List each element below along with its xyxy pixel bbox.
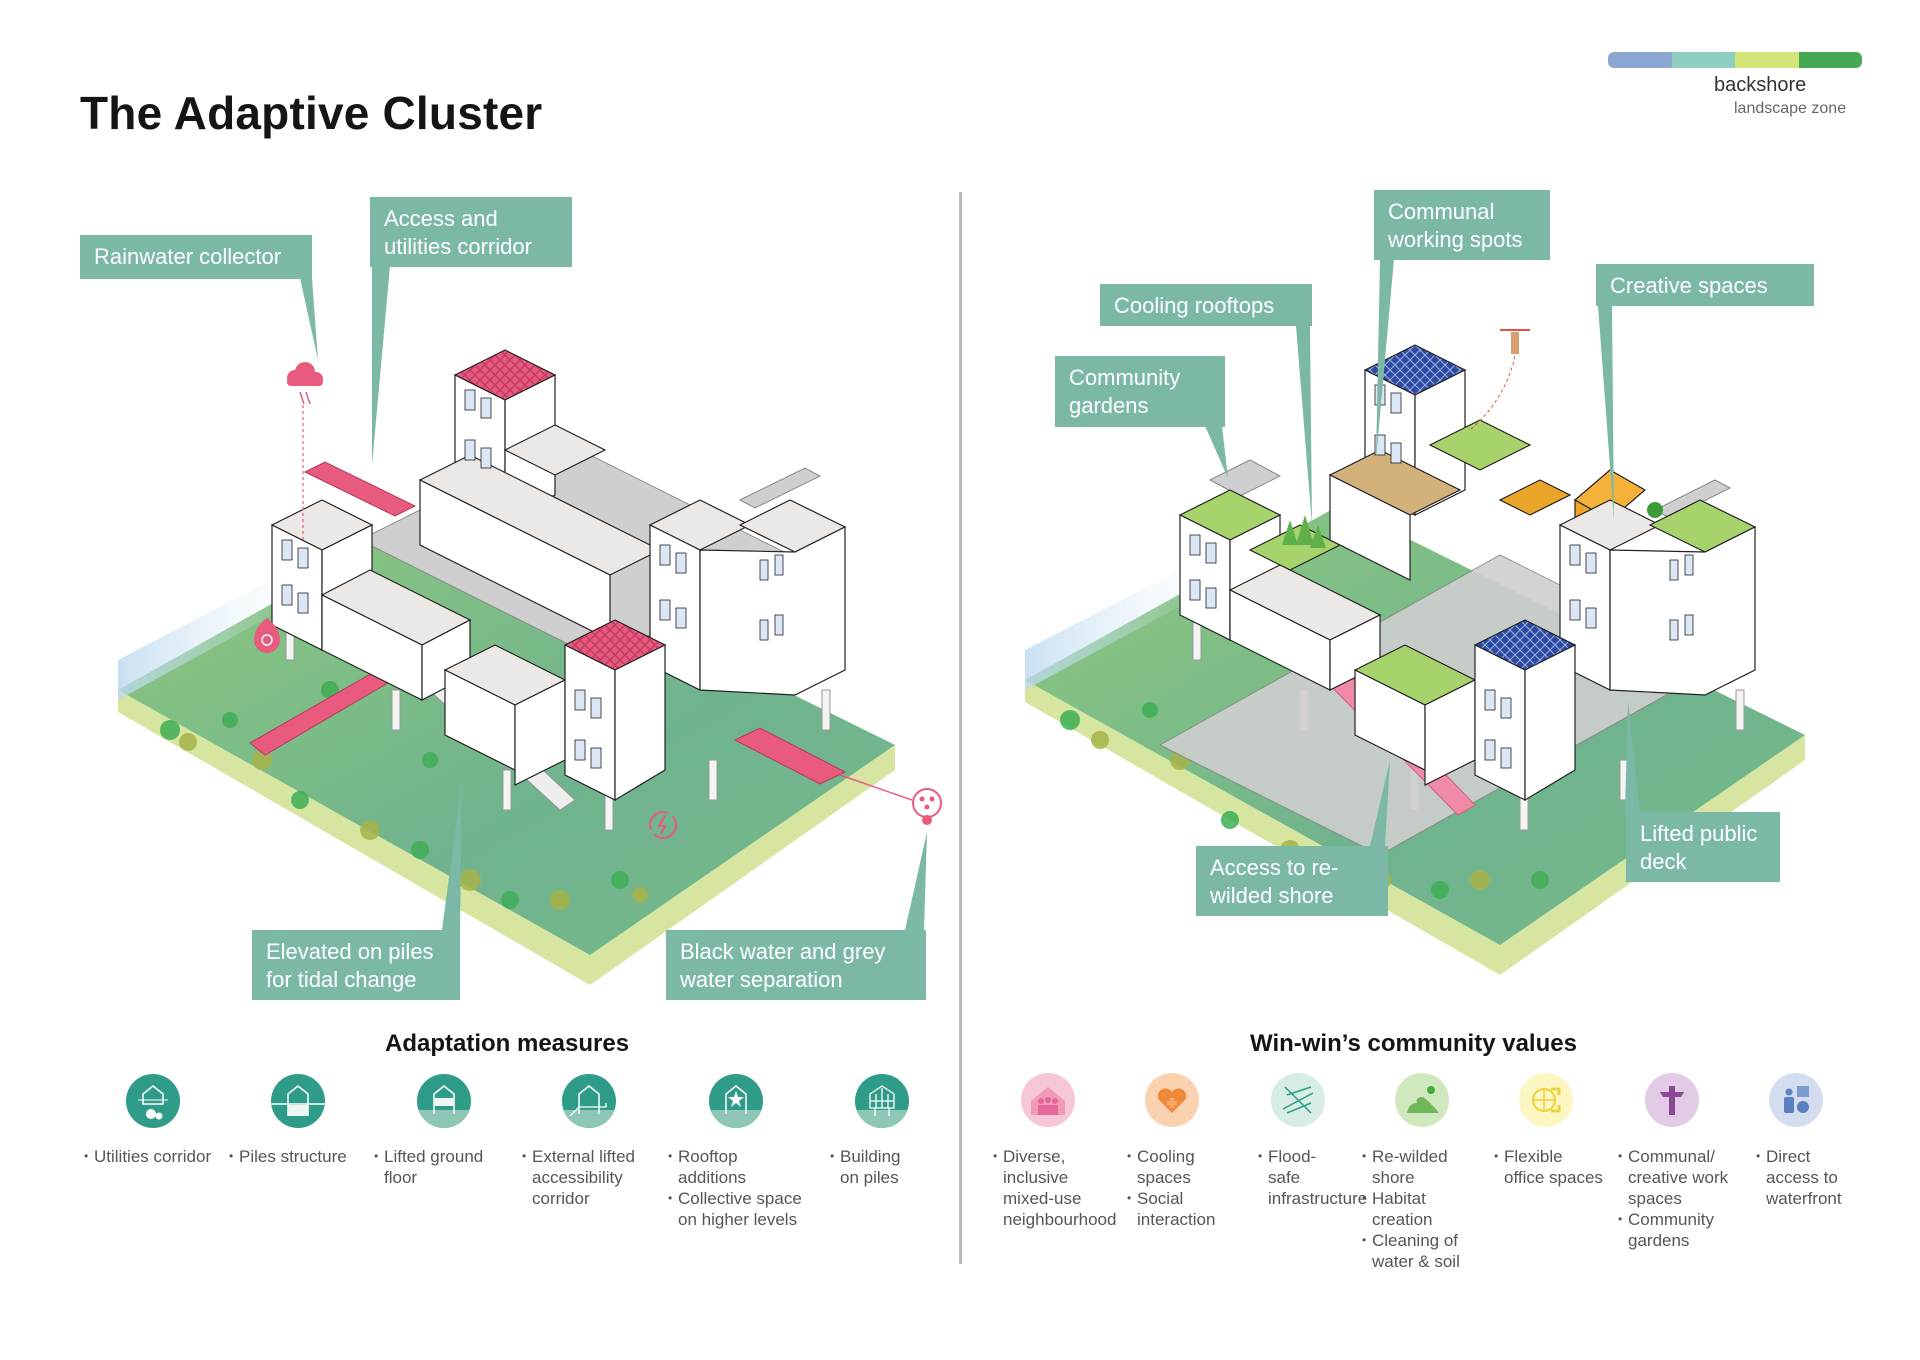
community-item-rewilded: Re-wilded shore Habitat creation Cleanin… — [1362, 1146, 1477, 1272]
callout-cooling-rooftops: Cooling rooftops — [1100, 284, 1312, 326]
callout-pointer-working — [1376, 259, 1394, 460]
right-buildings — [1178, 344, 1757, 802]
page-title: The Adaptive Cluster — [80, 87, 543, 139]
section-divider — [959, 192, 962, 1264]
external-corridor-house-icon — [562, 1074, 616, 1128]
callout-communal-working-spots: Communal working spots — [1374, 190, 1550, 260]
building-grid-on-piles-icon — [855, 1074, 909, 1128]
community-bullet: Social interaction — [1127, 1188, 1237, 1230]
callout-pointer-cooling — [1296, 326, 1312, 525]
right-windows — [1189, 384, 1694, 769]
left-piles — [285, 619, 831, 831]
heart-icon — [1145, 1073, 1199, 1127]
zone-segment-shore — [1671, 52, 1735, 68]
adaptation-bullet: Building on piles — [830, 1146, 920, 1188]
community-item-diverse: Diverse, inclusive mixed-use neighbourho… — [993, 1146, 1116, 1230]
callout-community-gardens: Community gardens — [1055, 356, 1225, 427]
community-bullet: Direct access to waterfront — [1756, 1146, 1856, 1209]
left-illustration — [118, 266, 942, 985]
adaptation-item-piles: Piles structure — [229, 1146, 369, 1167]
zone-segment-water — [1608, 52, 1672, 68]
adaptation-bullet: Piles structure — [229, 1146, 369, 1167]
callout-access-utilities-corridor: Access and utilities corridor — [370, 197, 572, 267]
callout-pointer-deck — [1625, 700, 1640, 812]
left-buildings — [270, 349, 847, 802]
callout-black-grey-water: Black water and grey water separation — [666, 930, 926, 1000]
adaptation-bullet: Collective space on higher levels — [668, 1188, 808, 1230]
callout-elevated-on-piles: Elevated on piles for tidal change — [252, 930, 460, 1000]
callout-access-rewilded-shore: Access to re-wilded shore — [1196, 846, 1388, 916]
adaptation-item-rooftop: Rooftop additions Collective space on hi… — [668, 1146, 808, 1230]
community-bullet: Community gardens — [1618, 1209, 1738, 1251]
community-item-cooling: Cooling spaces Social interaction — [1127, 1146, 1237, 1230]
utilities-corridor-right — [733, 727, 847, 785]
rooftop-star-house-icon — [709, 1074, 763, 1128]
adaptation-bullet: External lifted accessibility corridor — [522, 1146, 652, 1209]
blackwater-separation-icon — [912, 788, 942, 825]
right-water-edge — [1025, 560, 1210, 690]
rain-cloud-icon — [287, 362, 323, 405]
energy-recycle-icon — [649, 811, 677, 839]
family-house-icon — [1021, 1073, 1075, 1127]
community-bullet: Cooling spaces — [1127, 1146, 1237, 1188]
lifted-floor-house-icon — [417, 1074, 471, 1128]
community-item-communal-creative: Communal/ creative work spaces Community… — [1618, 1146, 1738, 1251]
zone-label: backshore — [1714, 74, 1807, 96]
utilities-gear-house-icon — [126, 1074, 180, 1128]
callout-pointer-gardens — [1205, 426, 1228, 478]
callout-creative-spaces: Creative spaces — [1596, 264, 1814, 306]
community-bullet: Diverse, inclusive mixed-use neighbourho… — [993, 1146, 1116, 1230]
community-item-flexible-office: Flexible office spaces — [1494, 1146, 1604, 1188]
adaptation-item-lifted-floor: Lifted ground floor — [374, 1146, 504, 1188]
adaptation-bullet: Rooftop additions — [668, 1146, 808, 1188]
right-deck-right-arm — [1653, 479, 1732, 519]
person-ball-icon — [1769, 1073, 1823, 1127]
callout-pointer-corridor — [372, 266, 390, 465]
left-platform-edge — [118, 690, 895, 985]
left-windows — [281, 389, 784, 769]
adaptation-item-building-piles: Building on piles — [830, 1146, 920, 1188]
adaptation-bullet: Utilities corridor — [84, 1146, 234, 1167]
right-platform-edge — [1025, 680, 1805, 975]
community-item-flood-safe: Flood-safe infrastructure — [1258, 1146, 1367, 1209]
callout-pointer-creative — [1598, 306, 1614, 520]
adaptation-bullet: Lifted ground floor — [374, 1146, 504, 1188]
hill-sun-icon — [1395, 1073, 1449, 1127]
right-illustration — [1025, 259, 1805, 975]
callout-pointer-piles — [442, 780, 462, 930]
callout-lifted-public-deck: Lifted public deck — [1626, 812, 1780, 882]
community-bullet: Cleaning of water & soil — [1362, 1230, 1477, 1272]
piles-structure-house-icon — [271, 1074, 325, 1128]
adaptation-heading: Adaptation measures — [385, 1030, 630, 1057]
adaptation-item-external-corridor: External lifted accessibility corridor — [522, 1146, 652, 1209]
grid-arrows-icon — [1271, 1073, 1325, 1127]
callout-pointer-rainwater — [300, 278, 318, 360]
community-heading: Win-win’s community values — [1250, 1030, 1577, 1057]
rooftop-trees — [1282, 502, 1663, 548]
community-bullet: Re-wilded shore — [1362, 1146, 1477, 1188]
community-bullet: Communal/ creative work spaces — [1618, 1146, 1738, 1209]
totem-icon — [1645, 1073, 1699, 1127]
blackwater-pipe — [839, 774, 913, 801]
left-vegetation — [160, 681, 648, 910]
callout-rainwater-collector: Rainwater collector — [80, 235, 312, 279]
right-deck-top-arm — [1208, 459, 1282, 497]
globe-arrows-icon — [1519, 1073, 1573, 1127]
callout-pointer-blackwater — [905, 832, 927, 930]
left-water-edge — [118, 570, 300, 700]
left-deck-arm — [738, 467, 822, 509]
adaptation-item-utilities: Utilities corridor — [84, 1146, 234, 1167]
community-bullet: Flexible office spaces — [1494, 1146, 1604, 1188]
community-item-waterfront: Direct access to waterfront — [1756, 1146, 1856, 1209]
delivery-drone-icon — [1469, 329, 1530, 431]
community-bullet: Flood-safe infrastructure — [1258, 1146, 1367, 1209]
utilities-corridor-top — [303, 461, 417, 517]
zone-segment-land — [1798, 52, 1862, 68]
zone-sublabel: landscape zone — [1734, 100, 1847, 117]
community-bullet: Habitat creation — [1362, 1188, 1477, 1230]
callout-pointer-shore — [1370, 760, 1390, 846]
water-recycle-drop-icon — [254, 618, 280, 653]
